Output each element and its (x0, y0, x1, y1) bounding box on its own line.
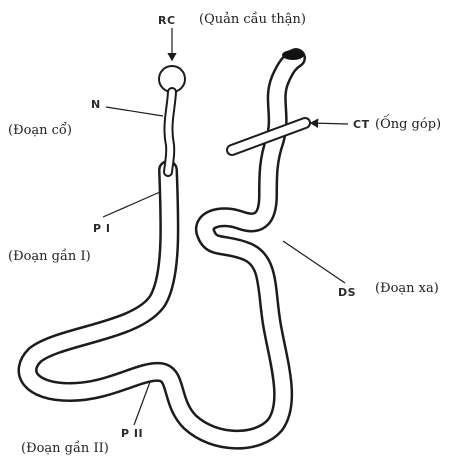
n-leader (106, 107, 163, 116)
label-p2-name: (Đoạn gần II) (21, 440, 109, 456)
label-ct-abbr: CT (353, 118, 370, 131)
p1-leader (103, 192, 160, 217)
label-n-name: (Đoạn cổ) (8, 122, 72, 138)
label-n-abbr: N (91, 98, 101, 111)
label-p1-name: (Đoạn gần I) (8, 248, 91, 264)
label-ct-name: (Ống góp) (375, 114, 441, 132)
ds-leader (283, 241, 345, 283)
label-ds-name: (Đoạn xa) (375, 281, 439, 296)
ct-arrow (311, 123, 348, 124)
label-rc-abbr: RC (158, 14, 176, 27)
p2-leader (134, 382, 150, 425)
neck-segment (168, 92, 172, 172)
label-p1-abbr: P I (93, 222, 110, 235)
label-rc-name: (Quản cầu thận) (199, 11, 306, 27)
collecting-duct-opening (282, 50, 304, 60)
label-p2-abbr: P II (121, 427, 143, 440)
label-ds-abbr: DS (338, 286, 356, 299)
